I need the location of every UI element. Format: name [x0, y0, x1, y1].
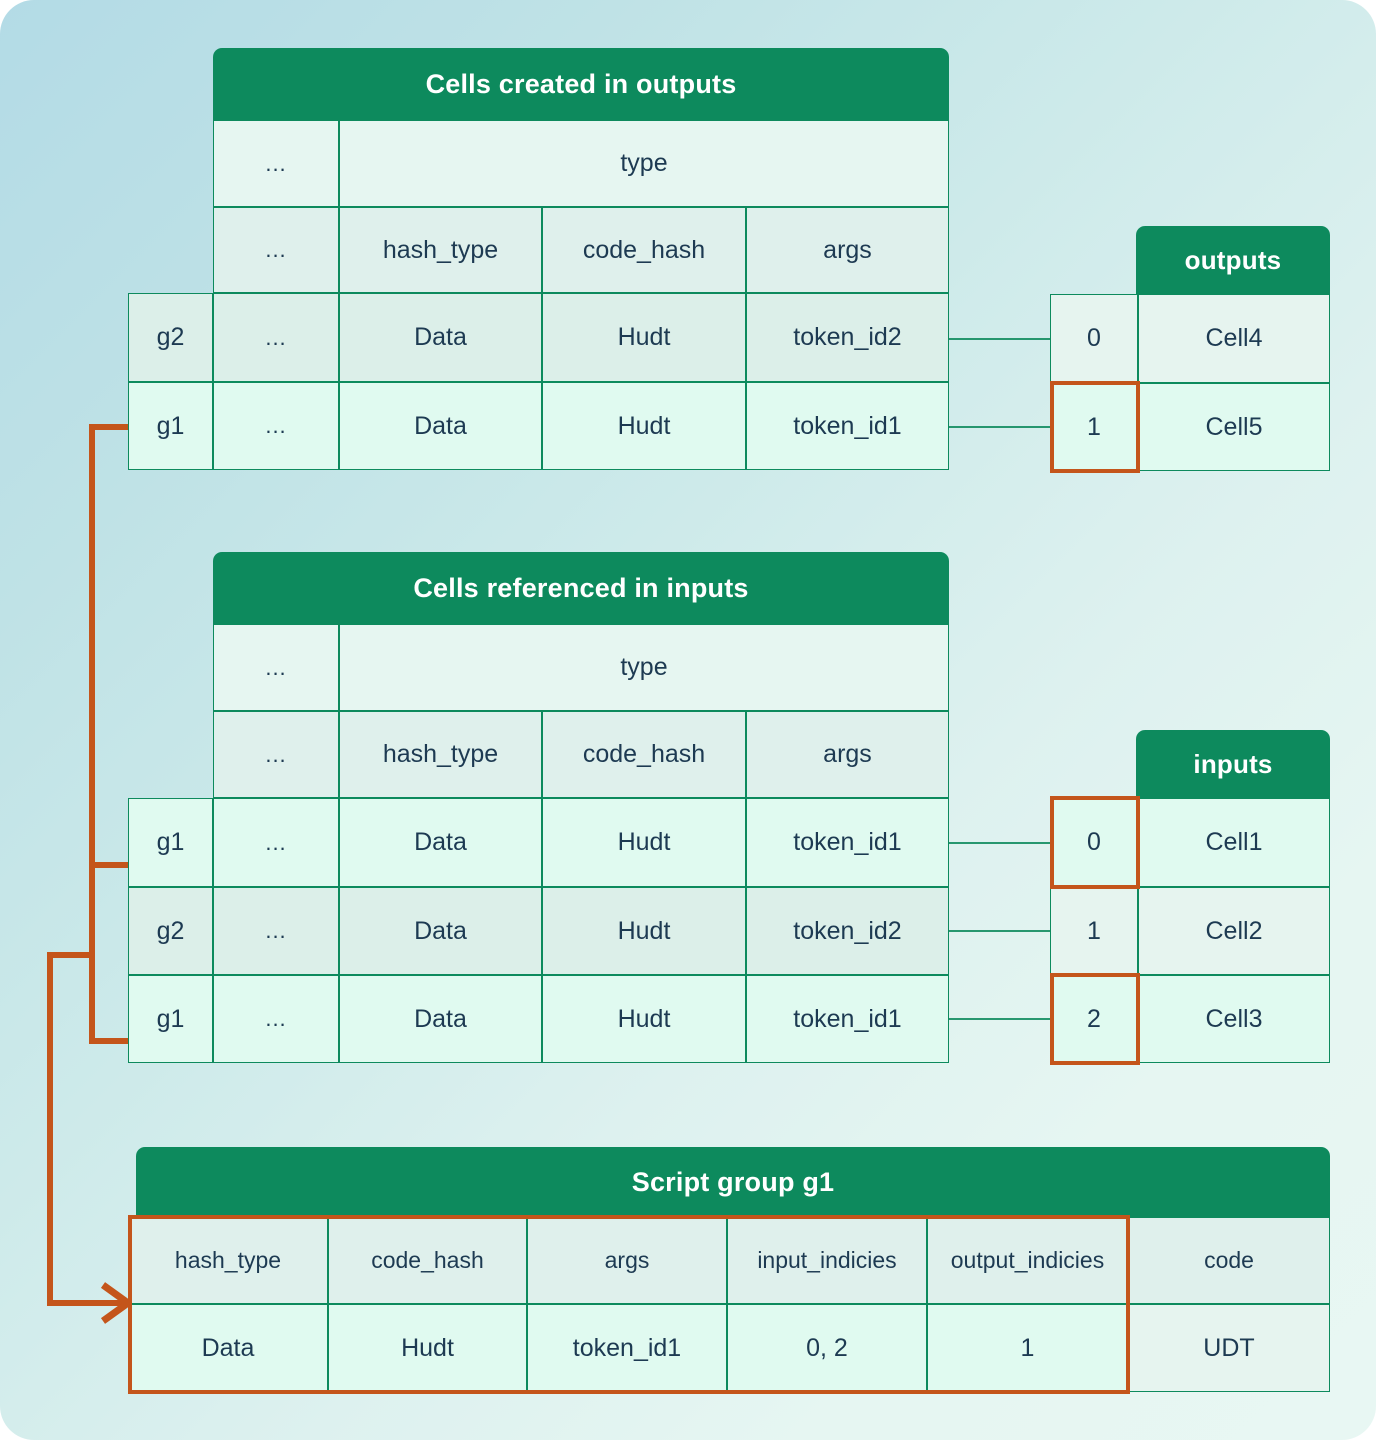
outputs-cells-row-ellipsis: ... [213, 382, 339, 470]
inputs-cells-row-ellipsis: ... [213, 887, 339, 975]
inputs-cells-row-args: token_id2 [746, 887, 949, 975]
script-group-col-header: code [1128, 1217, 1330, 1304]
script-group-col-header: hash_type [128, 1217, 328, 1304]
outputs-cells-row-code-hash: Hudt [542, 293, 746, 382]
inputs-cells-hash-type-header: hash_type [339, 711, 542, 798]
outputs-index-number: 1 [1050, 383, 1138, 471]
script-group-value: 0, 2 [727, 1304, 927, 1392]
inputs-index-number: 0 [1050, 798, 1138, 887]
inputs-cells-sub-ellipsis-header: ... [213, 711, 339, 798]
outputs-cells-hash-type-header: hash_type [339, 207, 542, 293]
outputs-cells-sub-ellipsis-header: ... [213, 207, 339, 293]
inputs-cells-row-hash-type: Data [339, 887, 542, 975]
outputs-cells-args-header: args [746, 207, 949, 293]
script-group-title: Script group g1 [136, 1147, 1330, 1217]
inputs-cells-row-args: token_id1 [746, 975, 949, 1063]
script-group-value: UDT [1128, 1304, 1330, 1392]
outputs-cells-row-group: g2 [128, 293, 213, 382]
outputs-cells-ellipsis-header: ... [213, 120, 339, 207]
outputs-cells-row-code-hash: Hudt [542, 382, 746, 470]
inputs-cells-row-group: g1 [128, 798, 213, 887]
inputs-index-cell: Cell2 [1138, 887, 1330, 975]
inputs-cells-ellipsis-header: ... [213, 624, 339, 711]
outputs-cells-row-hash-type: Data [339, 382, 542, 470]
inputs-cells-row-hash-type: Data [339, 975, 542, 1063]
script-group-value: Data [128, 1304, 328, 1392]
outputs-cells-row-args: token_id1 [746, 382, 949, 470]
outputs-index-title: outputs [1136, 226, 1330, 294]
inputs-cells-args-header: args [746, 711, 949, 798]
outputs-cells-type-header: type [339, 120, 949, 207]
inputs-index-cell: Cell1 [1138, 798, 1330, 887]
outputs-cells-row-args: token_id2 [746, 293, 949, 382]
outputs-index-number: 0 [1050, 294, 1138, 383]
script-group-col-header: args [527, 1217, 727, 1304]
inputs-cells-code-hash-header: code_hash [542, 711, 746, 798]
script-group-col-header: code_hash [328, 1217, 527, 1304]
script-group-value: 1 [927, 1304, 1128, 1392]
inputs-cells-row-code-hash: Hudt [542, 887, 746, 975]
inputs-cells-row-ellipsis: ... [213, 798, 339, 887]
outputs-cells-code-hash-header: code_hash [542, 207, 746, 293]
inputs-cells-row-code-hash: Hudt [542, 975, 746, 1063]
inputs-cells-title: Cells referenced in inputs [213, 552, 949, 624]
script-group-col-header: input_indicies [727, 1217, 927, 1304]
script-group-value: token_id1 [527, 1304, 727, 1392]
outputs-cells-row-ellipsis: ... [213, 293, 339, 382]
inputs-index-number: 2 [1050, 975, 1138, 1063]
inputs-cells-row-group: g1 [128, 975, 213, 1063]
outputs-cells-row-hash-type: Data [339, 293, 542, 382]
inputs-index-number: 1 [1050, 887, 1138, 975]
inputs-cells-type-header: type [339, 624, 949, 711]
script-group-value: Hudt [328, 1304, 527, 1392]
outputs-cells-title: Cells created in outputs [213, 48, 949, 120]
inputs-cells-row-group: g2 [128, 887, 213, 975]
inputs-cells-row-hash-type: Data [339, 798, 542, 887]
inputs-index-cell: Cell3 [1138, 975, 1330, 1063]
inputs-index-title: inputs [1136, 730, 1330, 798]
inputs-cells-row-ellipsis: ... [213, 975, 339, 1063]
outputs-index-cell: Cell4 [1138, 294, 1330, 383]
inputs-cells-row-args: token_id1 [746, 798, 949, 887]
inputs-cells-row-code-hash: Hudt [542, 798, 746, 887]
outputs-cells-row-group: g1 [128, 382, 213, 470]
outputs-index-cell: Cell5 [1138, 383, 1330, 471]
script-group-col-header: output_indicies [927, 1217, 1128, 1304]
